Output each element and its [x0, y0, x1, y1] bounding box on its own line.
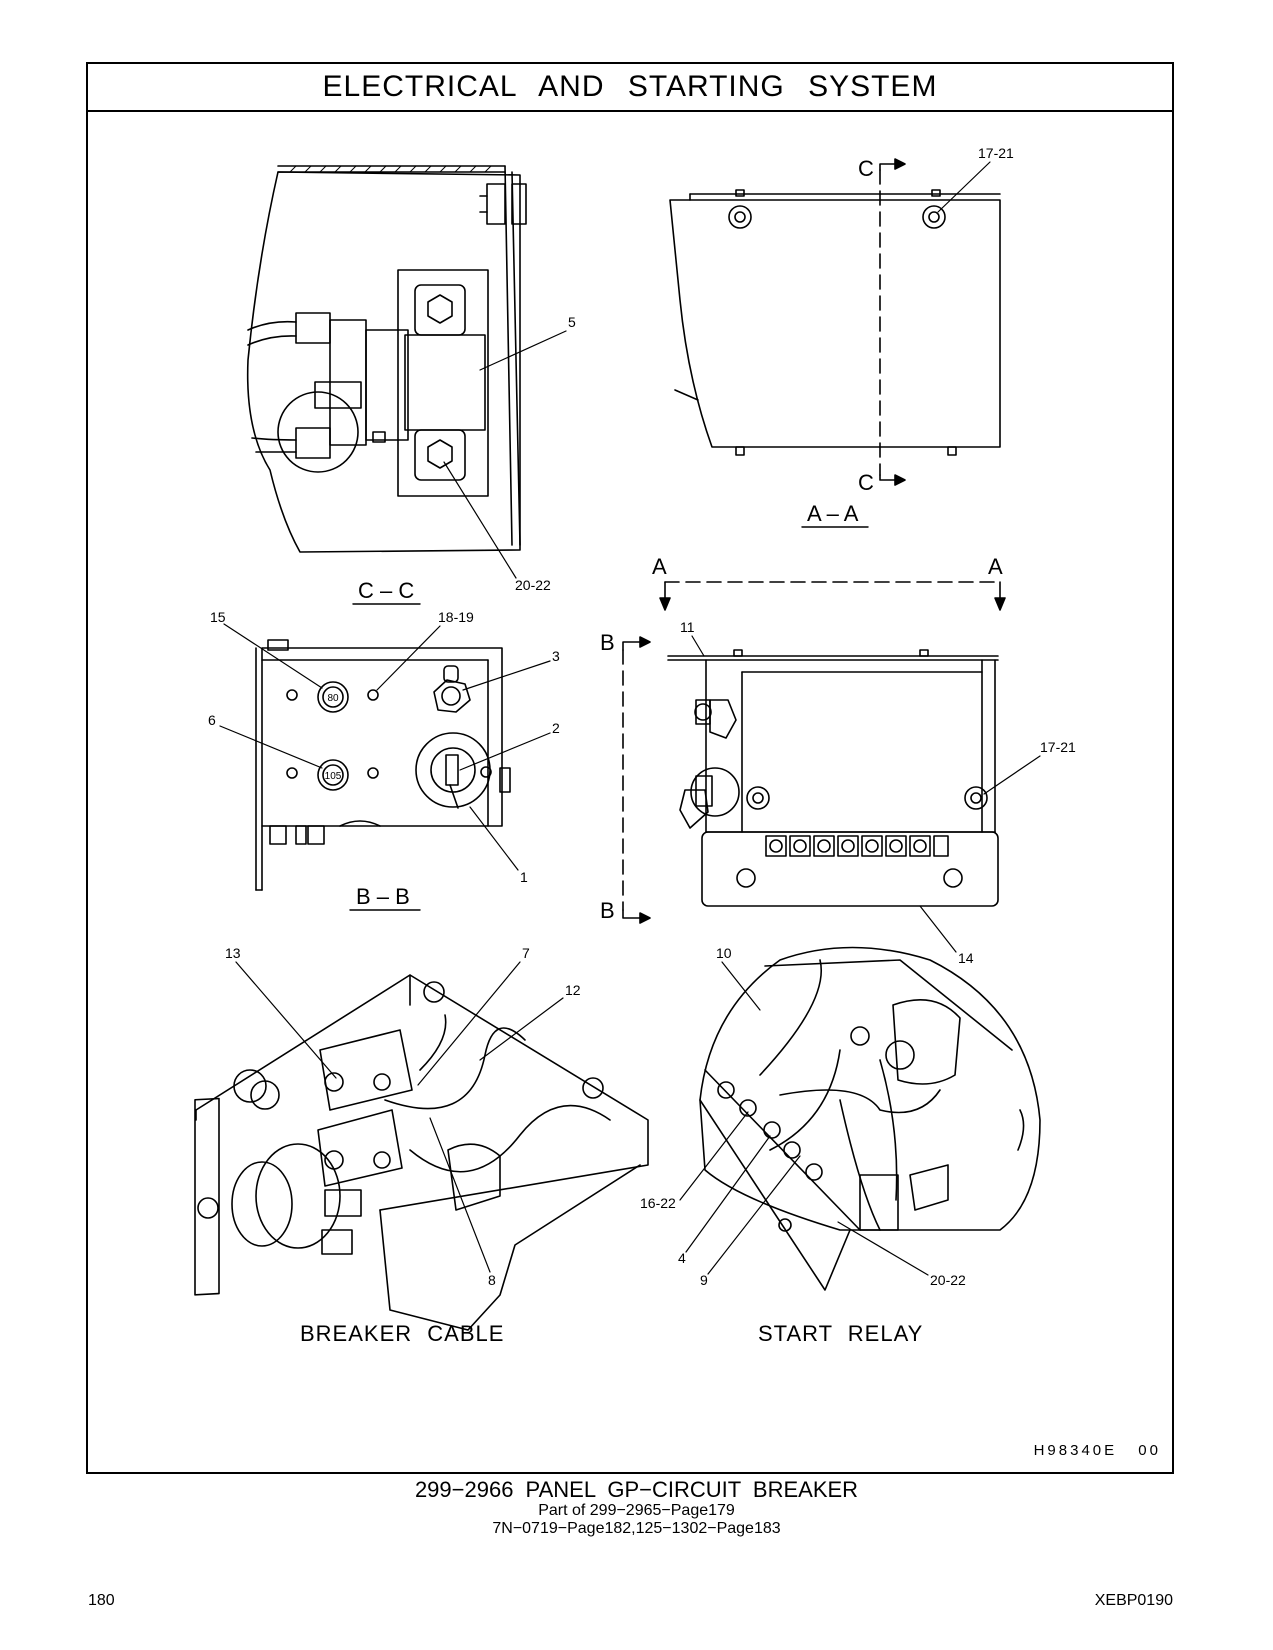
callout-11: 11 [680, 619, 695, 635]
section-title: ELECTRICAL AND STARTING SYSTEM [88, 64, 1172, 112]
view-label-bb: B – B [356, 884, 410, 909]
callout-15: 15 [210, 609, 226, 625]
callout-14: 14 [958, 950, 974, 966]
section-bb-marker [622, 636, 651, 924]
caption-part-name: 299−2966 PANEL GP−CIRCUIT BREAKER [414, 1477, 859, 1502]
callout-10: 10 [716, 945, 732, 961]
caption-part-of: Part of 299−2965−Page179 [538, 1502, 735, 1519]
view-label-aa: A – A [807, 501, 859, 526]
breaker-rating-80: 80 [327, 693, 339, 704]
caption-references: 7N−0719−Page182,125−1302−Page183 [492, 1520, 781, 1537]
section-marker-b-top: B [600, 630, 615, 655]
callout-2: 2 [552, 720, 560, 736]
diagram-frame: ELECTRICAL AND STARTING SYSTEM [86, 62, 1174, 1474]
callout-7: 7 [522, 945, 530, 961]
callout-4: 4 [678, 1250, 686, 1266]
section-marker-b-bottom: B [600, 898, 615, 923]
front-view-drawing [667, 649, 999, 907]
section-marker-c-bottom: C [858, 470, 874, 495]
callout-3: 3 [552, 648, 560, 664]
document-code: XEBP0190 [1094, 1592, 1173, 1609]
section-aa-marker [659, 581, 1006, 611]
drawing-id: H98340E 00 [1033, 1442, 1161, 1459]
section-marker-c-top: C [858, 156, 874, 181]
callout-9: 9 [700, 1272, 708, 1288]
callout-6: 6 [208, 712, 216, 728]
callout-17-21-top: 17-21 [978, 145, 1014, 161]
callout-20-22-top: 20-22 [515, 577, 551, 593]
start-relay-drawing [699, 946, 1041, 1291]
view-bb-drawing [255, 639, 511, 891]
callout-17-21-mid: 17-21 [1040, 739, 1076, 755]
breaker-rating-105: 105 [325, 771, 342, 782]
callout-18-19: 18-19 [438, 609, 474, 625]
view-aa-drawing [669, 158, 1001, 486]
page-number: 180 [88, 1592, 115, 1609]
view-label-cc: C – C [358, 578, 414, 603]
figure-caption: 299−2966 PANEL GP−CIRCUIT BREAKER Part o… [0, 1478, 1273, 1538]
view-cc-drawing [246, 165, 527, 553]
callout-16-22: 16-22 [640, 1195, 676, 1211]
callout-12: 12 [565, 982, 581, 998]
caption-breaker-cable: BREAKER CABLE [300, 1321, 504, 1346]
section-marker-a-right: A [988, 554, 1003, 579]
callout-8: 8 [488, 1272, 496, 1288]
callout-5: 5 [568, 314, 576, 330]
section-marker-a-left: A [652, 554, 667, 579]
callout-13: 13 [225, 945, 241, 961]
caption-start-relay: START RELAY [758, 1321, 923, 1346]
callout-20-22-bottom: 20-22 [930, 1272, 966, 1288]
callout-1: 1 [520, 869, 528, 885]
breaker-cable-drawing [194, 974, 649, 1331]
